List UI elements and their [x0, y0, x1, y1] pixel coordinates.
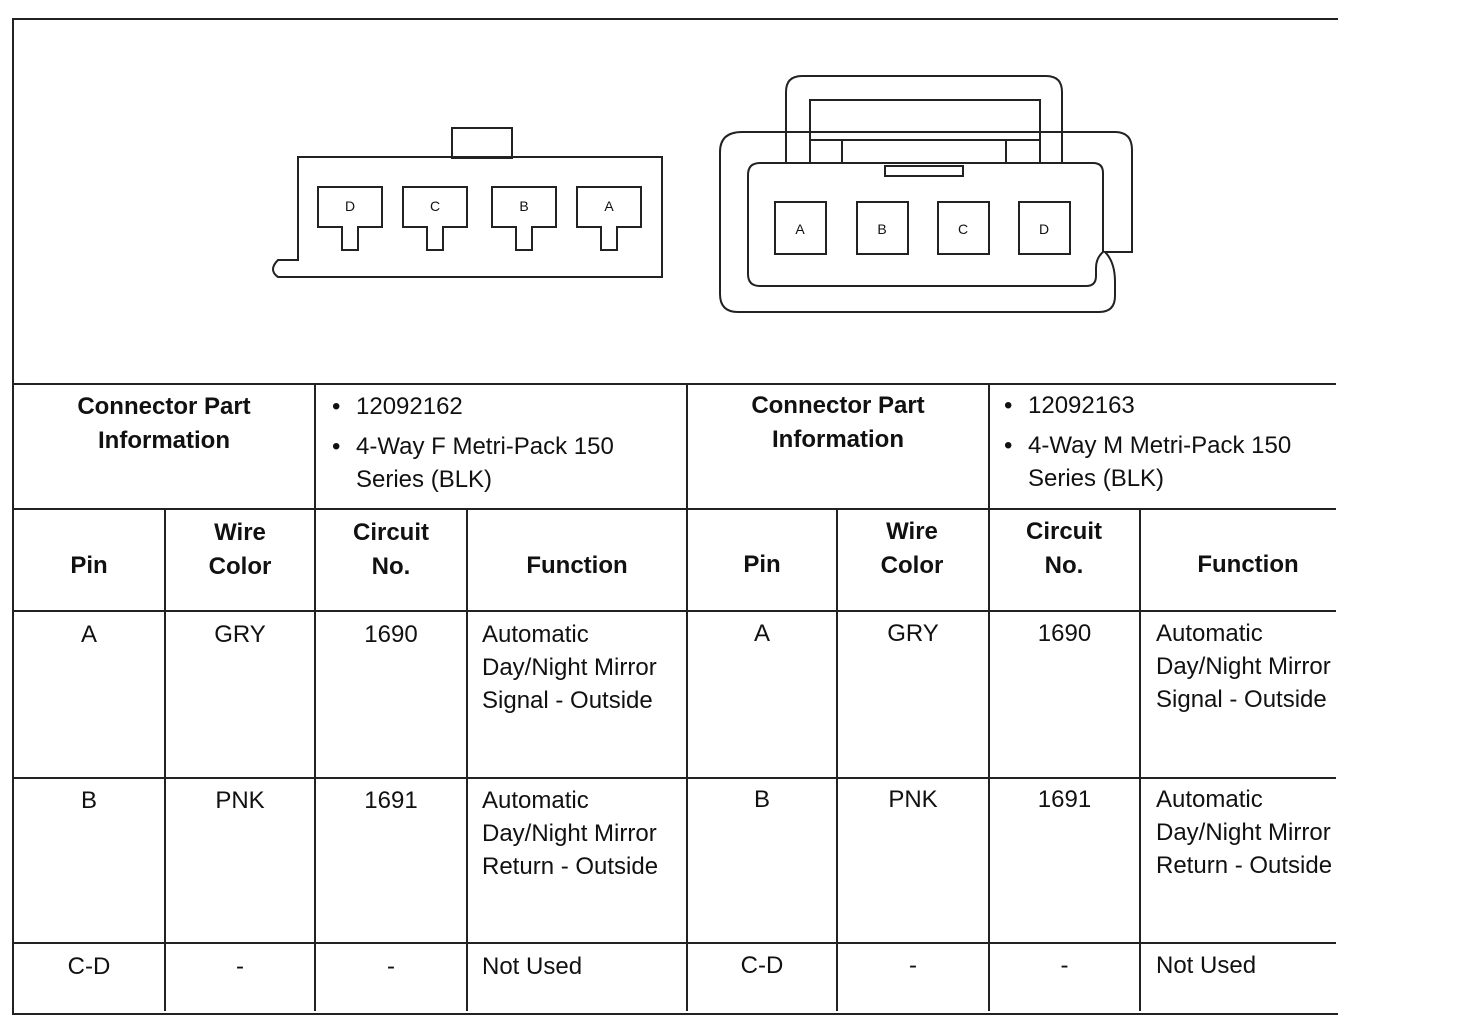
- column-divider: [314, 383, 316, 1011]
- pin-slot: [576, 186, 642, 251]
- table-cell-wire-color: -: [909, 952, 917, 979]
- table-cell-circuit: -: [387, 953, 395, 980]
- right-part-description: 4-Way M Metri-Pack 150 Series (BLK): [990, 429, 1320, 495]
- column-header-wire-color: Wire Color: [208, 519, 272, 580]
- column-divider: [1139, 508, 1141, 1011]
- pin-slot: [317, 186, 383, 251]
- column-header-circuit: Circuit No.: [352, 519, 429, 580]
- table-cell-circuit: 1691: [364, 787, 418, 814]
- table-cell-wire-color: PNK: [215, 787, 265, 814]
- column-divider: [836, 508, 838, 1011]
- column-header-function: Function: [526, 552, 628, 579]
- column-divider: [164, 508, 166, 1011]
- table-divider: [12, 777, 1336, 779]
- table-cell-pin: C-D: [740, 952, 784, 979]
- right-part-number: 12092163: [990, 389, 1320, 422]
- table-cell-pin: A: [80, 621, 97, 648]
- table-cell-circuit: 1690: [364, 621, 418, 648]
- pin-terminal: [774, 201, 827, 255]
- table-cell-pin: C-D: [67, 953, 111, 980]
- pin-label: B: [877, 221, 886, 237]
- table-cell-wire-color: GRY: [887, 620, 939, 647]
- table-divider: [12, 610, 1336, 612]
- left-connector-info-label: Connector Part Information: [77, 393, 251, 454]
- locking-tab: [451, 127, 513, 159]
- table-cell-circuit: 1691: [1037, 786, 1092, 813]
- pin-label: D: [345, 198, 355, 214]
- pin-label: C: [430, 198, 440, 214]
- column-divider: [988, 383, 990, 1011]
- column-header-wire-color: Wire Color: [880, 518, 944, 579]
- housing-outer: [719, 131, 1133, 313]
- pin-label: A: [795, 221, 805, 237]
- column-divider: [466, 508, 468, 1011]
- pin-label: A: [604, 198, 614, 214]
- male-connector-drawing: [719, 75, 1133, 313]
- column-divider: [686, 383, 688, 1011]
- column-header-pin: Pin: [70, 552, 108, 579]
- pin-terminal: [856, 201, 909, 255]
- latch-outer: [785, 75, 1063, 163]
- table-cell-circuit: -: [1060, 952, 1069, 979]
- pin-label: D: [1039, 221, 1049, 237]
- table-cell-function: Not Used: [482, 953, 583, 980]
- pin-label: B: [519, 198, 528, 214]
- table-cell-function: Automatic Day/Night Mirror Signal - Outs…: [482, 621, 657, 714]
- column-header-function: Function: [1197, 551, 1299, 578]
- column-header-circuit: Circuit No.: [1025, 518, 1102, 579]
- connector-body: [272, 156, 663, 278]
- left-part-description: 4-Way F Metri-Pack 150 Series (BLK): [318, 430, 684, 496]
- pin-slot: [402, 186, 468, 251]
- table-cell-function: Automatic Day/Night Mirror Signal - Outs…: [1156, 620, 1331, 713]
- table-cell-function: Not Used: [1156, 952, 1257, 979]
- table-cell-wire-color: PNK: [888, 786, 938, 813]
- table-cell-wire-color: -: [236, 953, 244, 980]
- left-connector-part-info: 12092162 4-Way F Metri-Pack 150 Series (…: [318, 390, 684, 496]
- pin-terminal: [1018, 201, 1071, 255]
- pin-slot: [491, 186, 557, 251]
- table-cell-pin: B: [753, 786, 770, 813]
- table-cell-function: Automatic Day/Night Mirror Return - Outs…: [1156, 786, 1333, 879]
- table-cell-function: Automatic Day/Night Mirror Return - Outs…: [482, 787, 659, 880]
- connector-diagrams: D C B A A B C D: [272, 75, 1133, 313]
- table-divider: [12, 508, 1336, 510]
- key-slot: [884, 165, 964, 177]
- table-top-border: [12, 383, 1336, 385]
- table-cell-circuit: 1690: [1037, 620, 1092, 647]
- pin-label: C: [958, 221, 968, 237]
- housing-inner: [747, 162, 1104, 287]
- page-frame: [12, 18, 1338, 1015]
- right-connector-info-label: Connector Part Information: [751, 392, 925, 453]
- column-header-pin: Pin: [743, 551, 781, 578]
- pin-terminal: [937, 201, 990, 255]
- right-connector-part-info: 12092163 4-Way M Metri-Pack 150 Series (…: [990, 389, 1320, 495]
- female-connector-drawing: [272, 127, 663, 278]
- table-cell-wire-color: GRY: [214, 621, 266, 648]
- table-cell-pin: B: [80, 787, 97, 814]
- table-cell-pin: A: [753, 620, 770, 647]
- left-part-number: 12092162: [318, 390, 684, 423]
- table-divider: [12, 942, 1336, 944]
